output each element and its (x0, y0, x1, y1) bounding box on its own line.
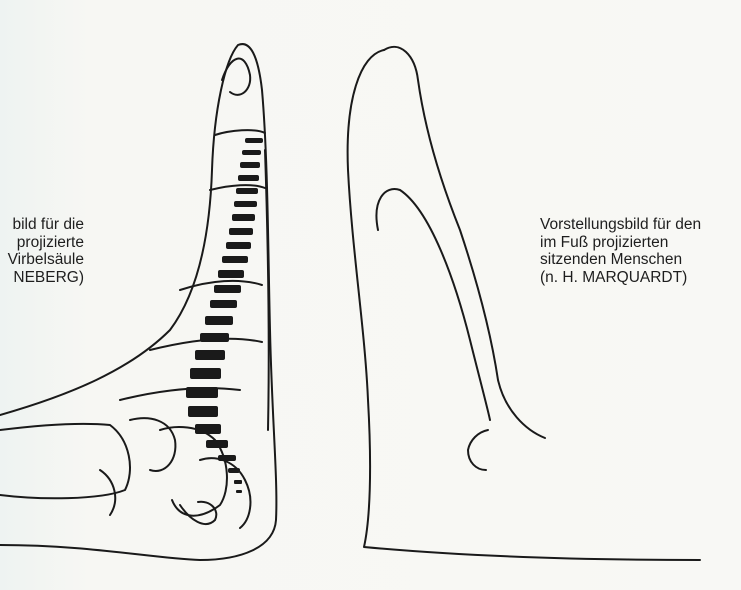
left-caption-line-3: Virbelsäule (0, 251, 84, 269)
right-caption-line-3: sitzenden Menschen (540, 251, 701, 269)
right-caption-line-4: (n. H. MARQUARDT) (540, 269, 701, 287)
right-figure-caption: Vorstellungsbild für den im Fuß projizie… (540, 216, 701, 286)
right-foot-outline (348, 47, 700, 560)
spine-vertebrae (186, 138, 263, 493)
right-caption-line-1: Vorstellungsbild für den (540, 216, 701, 234)
left-caption-line-2: projizierte (0, 234, 84, 252)
left-caption-line-1: bild für die (0, 216, 84, 234)
left-caption-line-4: NEBERG) (0, 269, 84, 287)
right-caption-line-2: im Fuß projizierten (540, 234, 701, 252)
left-figure-caption: bild für die projizierte Virbelsäule NEB… (0, 216, 84, 286)
